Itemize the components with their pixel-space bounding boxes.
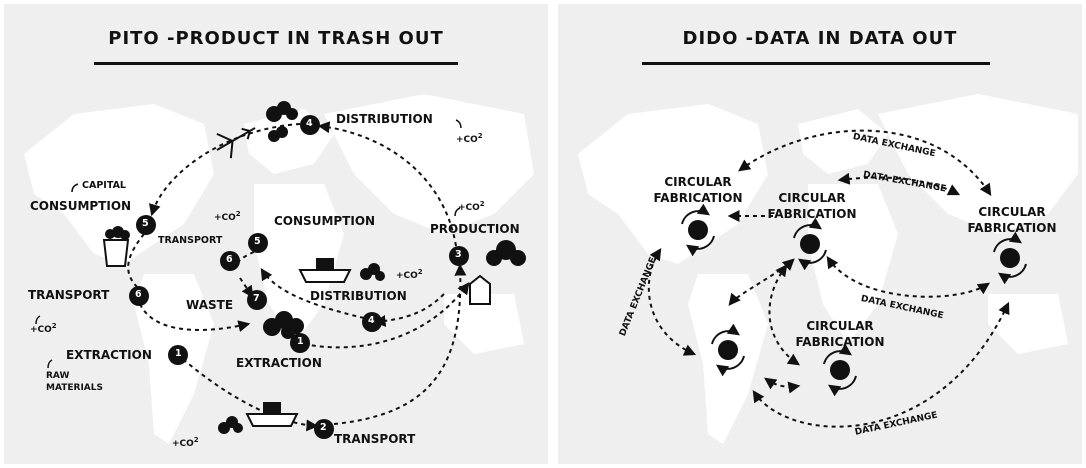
circular-node-icon xyxy=(711,323,745,377)
step-number: 1 xyxy=(175,348,182,359)
co2-marker: +CO2 xyxy=(30,322,57,335)
cloud-icon xyxy=(266,101,298,142)
dido-map-and-flows xyxy=(578,94,1078,444)
dido-title: DIDO -DATA IN DATA OUT xyxy=(682,28,958,49)
label-production: PRODUCTION xyxy=(430,222,520,236)
label-consumption-inner: CONSUMPTION xyxy=(274,214,376,228)
label-materials: MATERIALS xyxy=(46,383,103,393)
world-map-background xyxy=(24,94,534,444)
co2-marker: +CO2 xyxy=(172,436,199,449)
label-distribution-top: DISTRIBUTION xyxy=(336,112,433,126)
ship-icon-bottom xyxy=(245,402,299,427)
label-transport-inner: TRANSPORT xyxy=(158,235,223,246)
label-capital: CAPITAL xyxy=(82,180,126,191)
step-number: 5 xyxy=(142,218,149,229)
label-transport-bottom: TRANSPORT xyxy=(334,432,416,446)
pito-map-and-flows xyxy=(24,94,534,444)
co2-marker: +CO2 xyxy=(396,268,423,281)
trash-can-icon xyxy=(102,226,130,267)
airplane-icon xyxy=(216,127,256,159)
step-number: 3 xyxy=(455,249,462,260)
step-number: 1 xyxy=(297,336,304,347)
pito-title: PITO -PRODUCT IN TRASH OUT xyxy=(108,28,444,49)
pito-panel: PITO -PRODUCT IN TRASH OUT 4 5 6 1 2 3 5… xyxy=(4,4,548,464)
cloud-icon-5 xyxy=(218,416,243,434)
pito-title-underline xyxy=(94,62,458,65)
co2-marker: +CO2 xyxy=(214,210,241,223)
co2-marker: +CO2 xyxy=(456,132,483,145)
step-number: 4 xyxy=(368,315,375,326)
cloud-icon-3 xyxy=(360,263,385,281)
circular-node-icon xyxy=(993,231,1027,285)
step-number: 4 xyxy=(306,118,313,129)
step-number: 6 xyxy=(226,254,233,265)
factory-icon xyxy=(469,274,491,305)
step-number: 2 xyxy=(320,422,327,433)
label-raw: RAW xyxy=(46,371,70,381)
circular-node-icon xyxy=(823,343,857,397)
circular-node-icon xyxy=(681,203,715,257)
cloud-icon-4 xyxy=(486,240,526,266)
label-extraction-inner: EXTRACTION xyxy=(236,356,322,370)
cloud-icon-2 xyxy=(263,311,304,339)
step-number: 7 xyxy=(253,293,260,304)
step-number: 6 xyxy=(135,289,142,300)
co2-marker: +CO2 xyxy=(458,200,485,213)
step-number: 5 xyxy=(254,236,261,247)
step-markers xyxy=(129,115,469,439)
ship-icon-inner xyxy=(298,258,352,283)
label-distribution-inner: DISTRIBUTION xyxy=(310,289,407,303)
circular-node-icon xyxy=(793,217,827,271)
label-transport-outer: TRANSPORT xyxy=(28,288,110,302)
dido-title-underline xyxy=(642,62,990,65)
label-consumption-outer: CONSUMPTION xyxy=(30,199,132,213)
label-extraction-outer: EXTRACTION xyxy=(66,348,152,362)
label-waste: WASTE xyxy=(186,298,234,312)
